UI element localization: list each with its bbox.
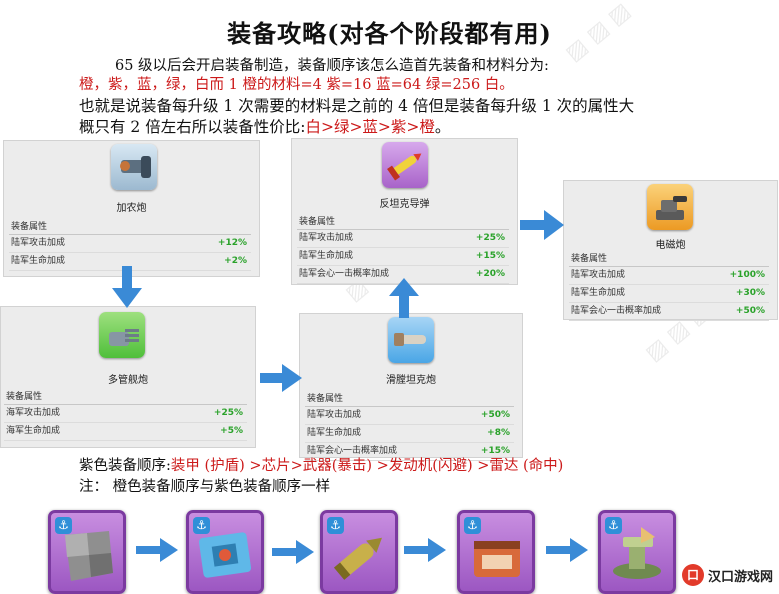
- stat-value: +20%: [475, 269, 505, 279]
- multi-barrel-gun-icon: [99, 312, 145, 358]
- stat-label: 陆军生命加成: [307, 428, 362, 438]
- stat-value: +50%: [480, 410, 510, 420]
- equipment-name: 反坦克导弹: [379, 199, 430, 210]
- arrow-right-icon: [260, 364, 302, 392]
- stat-value: +12%: [217, 238, 247, 248]
- stat-row: 陆军生命加成 +30%: [569, 285, 769, 303]
- missile-icon: [382, 142, 428, 188]
- equipment-card-armor[interactable]: ⚓: [48, 510, 126, 594]
- arrow-up-icon: [389, 278, 419, 318]
- engine-icon: [474, 541, 520, 577]
- stat-value: +25%: [475, 233, 505, 243]
- arrow-right-icon: [272, 540, 314, 564]
- stat-label: 陆军会心一击概率加成: [307, 446, 398, 456]
- purple-order-line: 紫色装备顺序:装甲 (护盾) >芯片>武器(暴击) >发动机(闪避) >雷达 (…: [79, 457, 563, 476]
- equipment-name: 加农炮: [116, 203, 147, 214]
- stat-value: +8%: [487, 428, 510, 438]
- equipment-card-weapon[interactable]: ⚓: [320, 510, 398, 594]
- stat-label: 海军攻击加成: [6, 408, 61, 418]
- stat-row: 陆军生命加成 +8%: [305, 425, 514, 443]
- stat-label: 陆军会心一击概率加成: [299, 269, 390, 279]
- equipment-card-radar[interactable]: ⚓: [598, 510, 676, 594]
- stat-row: 海军生命加成 +5%: [4, 423, 247, 441]
- page-title: 装备攻略(对各个阶段都有用): [227, 19, 552, 48]
- intro-line-2: 橙，紫，蓝，绿，白而 1 橙的材料=4 紫=16 蓝=64 绿=256 白。: [79, 77, 514, 93]
- stat-label: 陆军攻击加成: [571, 270, 626, 280]
- anchor-badge-icon: ⚓: [55, 517, 72, 534]
- stat-row: 陆军攻击加成 +50%: [305, 407, 514, 425]
- stat-value: +5%: [220, 426, 243, 436]
- tank-gun-icon: [388, 317, 434, 363]
- stats-header: 装备属性: [305, 389, 514, 407]
- stat-row: 陆军会心一击概率加成 +50%: [569, 303, 769, 321]
- stat-row: 陆军会心一击概率加成 +15%: [305, 443, 514, 461]
- intro-line-1: 65 级以后会开启装备制造，装备顺序该怎么造首先装备和材料分为:: [115, 58, 549, 74]
- equipment-name: 多管舰炮: [108, 375, 148, 386]
- arrow-right-icon: [546, 538, 588, 562]
- equipment-panel-multi-barrel-gun[interactable]: 多管舰炮 装备属性 海军攻击加成 +25% 海军生命加成 +5%: [0, 306, 256, 448]
- equipment-name: 电磁炮: [655, 240, 686, 251]
- purple-order-sequence: 装甲 (护盾) >芯片>武器(暴击) >发动机(闪避) >雷达 (命中): [170, 458, 564, 474]
- stat-label: 陆军生命加成: [11, 256, 66, 266]
- equipment-card-chip[interactable]: ⚓: [186, 510, 264, 594]
- stat-row: 陆军攻击加成 +12%: [9, 235, 251, 253]
- arrow-right-icon: [520, 210, 564, 240]
- stat-value: +100%: [729, 270, 765, 280]
- anchor-badge-icon: ⚓: [605, 517, 622, 534]
- stats-header: 装备属性: [297, 212, 509, 230]
- stat-row: 陆军攻击加成 +100%: [569, 267, 769, 285]
- stats-header: 装备属性: [569, 249, 769, 267]
- stat-row: 陆军攻击加成 +25%: [297, 230, 509, 248]
- intro-line-4: 概只有 2 倍左右所以装备性价比:白>绿>蓝>紫>橙。: [79, 118, 450, 137]
- stat-label: 海军生命加成: [6, 426, 61, 436]
- stat-value: +2%: [224, 256, 247, 266]
- stat-value: +15%: [480, 446, 510, 456]
- stat-value: +25%: [213, 408, 243, 418]
- equipment-name: 滑膛坦克炮: [386, 375, 436, 386]
- radar-icon: [613, 527, 661, 579]
- equipment-panel-tank-gun[interactable]: 滑膛坦克炮 装备属性 陆军攻击加成 +50% 陆军生命加成 +8% 陆军会心一击概率…: [299, 313, 523, 461]
- cannon-icon: [111, 144, 157, 190]
- intro-line-4-prefix: 概只有 2 倍左右所以装备性价比:: [79, 118, 306, 136]
- chip-icon: [198, 532, 252, 578]
- stat-label: 陆军攻击加成: [11, 238, 66, 248]
- stat-label: 陆军会心一击概率加成: [571, 306, 662, 316]
- equipment-panel-railgun[interactable]: 电磁炮 装备属性 陆军攻击加成 +100% 陆军生命加成 +30% 陆军会心一击概率…: [563, 180, 778, 321]
- value-ranking: 白>绿>蓝>紫>橙: [305, 118, 435, 136]
- stat-value: +15%: [475, 251, 505, 261]
- stat-label: 陆军生命加成: [299, 251, 354, 261]
- anchor-badge-icon: ⚓: [193, 517, 210, 534]
- stat-value: +50%: [735, 306, 765, 316]
- equipment-card-engine[interactable]: ⚓: [457, 510, 535, 594]
- purple-order-label: 紫色装备顺序:: [79, 458, 171, 474]
- arrow-down-icon: [112, 266, 142, 308]
- intro-line-3: 也就是说装备每升级 1 次需要的材料是之前的 4 倍但是装备每升级 1 次的属性…: [79, 97, 635, 115]
- logo-mark-icon: 口: [681, 564, 704, 586]
- logo-text: 汉口游戏网: [707, 569, 773, 585]
- anchor-badge-icon: ⚓: [327, 517, 344, 534]
- armor-icon: [65, 531, 113, 581]
- stats-header: 装备属性: [4, 387, 247, 405]
- intro-line-4-suffix: 。: [434, 118, 451, 136]
- equipment-panel-anti-tank-missile[interactable]: 反坦克导弹 装备属性 陆军攻击加成 +25% 陆军生命加成 +15% 陆军会心一击概…: [291, 138, 518, 285]
- stat-label: 陆军攻击加成: [307, 410, 362, 420]
- stat-row: 海军攻击加成 +25%: [4, 405, 247, 423]
- arrow-right-icon: [404, 538, 446, 562]
- arrow-right-icon: [136, 538, 178, 562]
- stat-value: +30%: [735, 288, 765, 298]
- stat-label: 陆军攻击加成: [299, 233, 354, 243]
- railgun-icon: [647, 184, 693, 230]
- stats-header: 装备属性: [9, 217, 251, 235]
- weapon-shell-icon: [333, 537, 382, 580]
- site-logo[interactable]: 口 汉口游戏网: [681, 563, 773, 587]
- orange-order-note: 注： 橙色装备顺序与紫色装备顺序一样: [79, 479, 331, 495]
- anchor-badge-icon: ⚓: [464, 517, 481, 534]
- stat-label: 陆军生命加成: [571, 288, 626, 298]
- equipment-panel-cannon[interactable]: 加农炮 装备属性 陆军攻击加成 +12% 陆军生命加成 +2%: [3, 140, 260, 277]
- stat-row: 陆军生命加成 +15%: [297, 248, 509, 266]
